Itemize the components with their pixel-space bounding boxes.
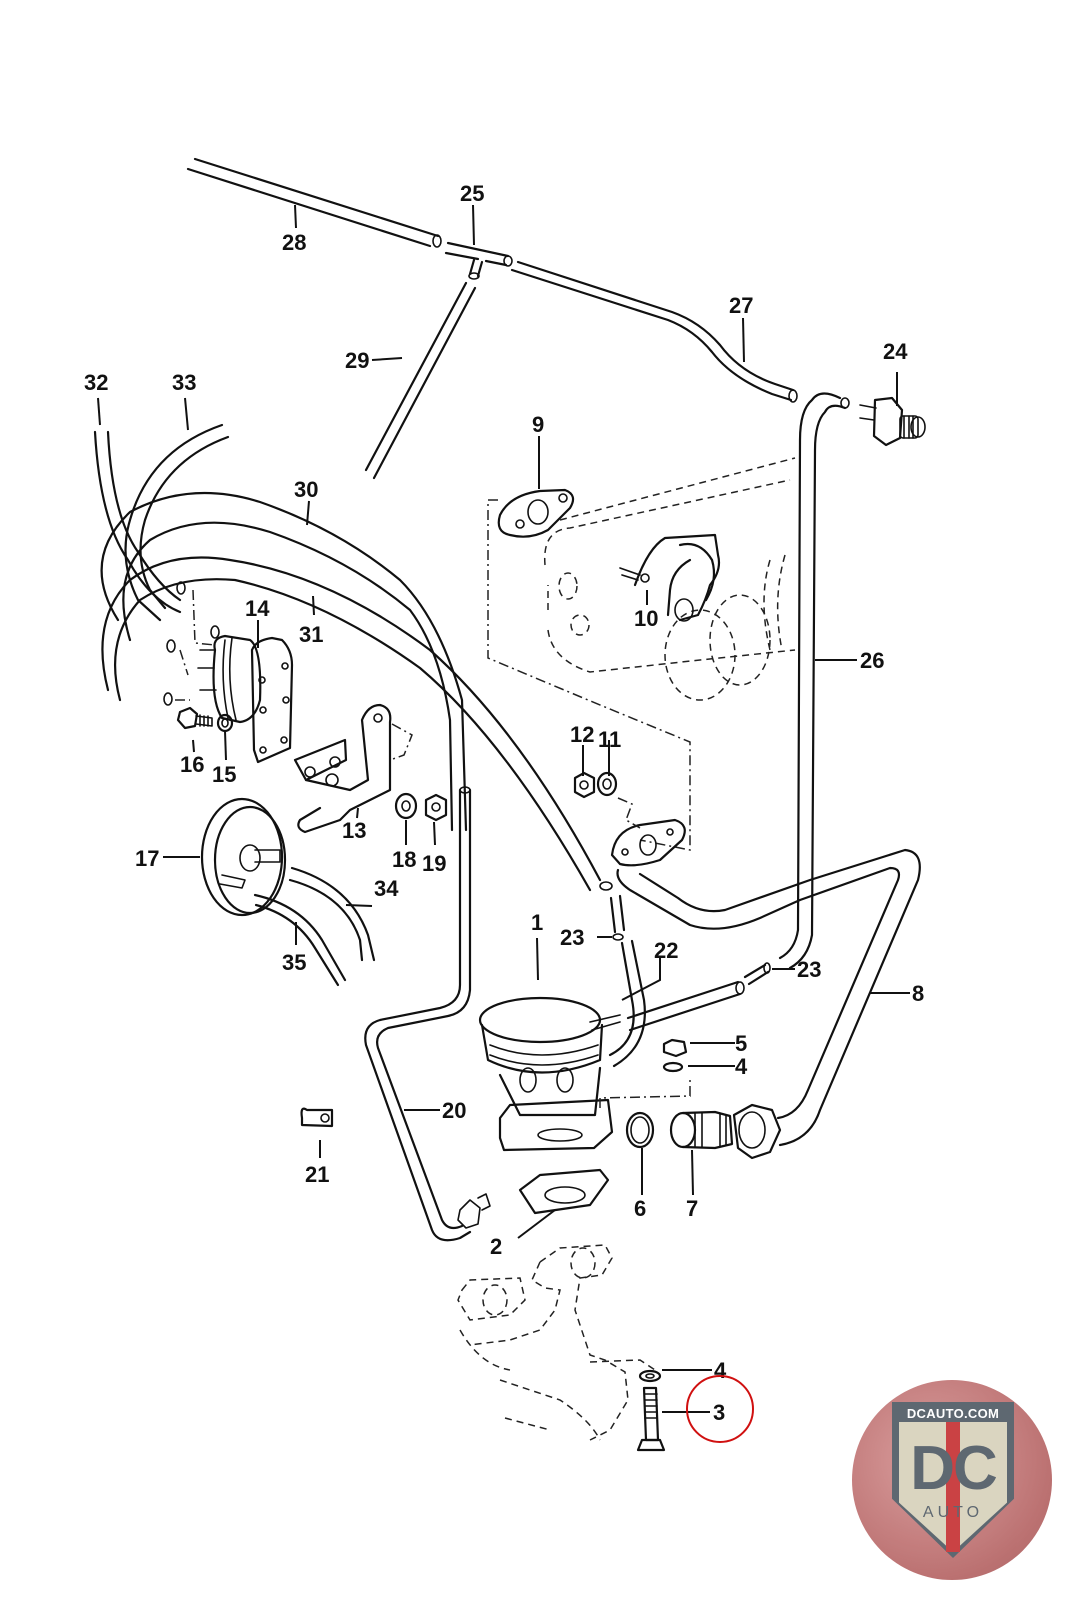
label-1[interactable]: 1 [531, 910, 543, 935]
hose-stubs [163, 581, 220, 706]
t-fitting-25 [444, 241, 513, 280]
label-17[interactable]: 17 [135, 846, 159, 871]
bracket-13 [293, 703, 413, 834]
label-22[interactable]: 22 [654, 938, 678, 963]
washer-4-upper [662, 1061, 684, 1073]
washer-18 [394, 792, 418, 820]
hose-22 [608, 939, 745, 1068]
label-23-left[interactable]: 23 [560, 925, 584, 950]
air-valve-1 [478, 996, 621, 1152]
nut-12 [573, 771, 596, 799]
label-4-upper[interactable]: 4 [735, 1054, 748, 1079]
label-30[interactable]: 30 [294, 477, 318, 502]
nut-19 [424, 793, 448, 822]
gasket-9 [497, 488, 575, 538]
logo-url-text: DCAUTO.COM [906, 1406, 1000, 1421]
clamp-21 [300, 1107, 334, 1128]
pipe-8 [616, 848, 921, 1160]
label-33[interactable]: 33 [172, 370, 196, 395]
hose-28 [186, 157, 442, 248]
assembly-line [599, 1076, 691, 1108]
label-13[interactable]: 13 [342, 818, 366, 843]
washer-11 [596, 771, 641, 829]
label-5[interactable]: 5 [735, 1031, 747, 1056]
logo-subtext: AUTO [922, 1504, 984, 1521]
seal-ring-6 [625, 1111, 655, 1149]
label-25[interactable]: 25 [460, 181, 484, 206]
elbow-pipe-10 [619, 533, 721, 622]
label-14[interactable]: 14 [245, 596, 270, 621]
label-3[interactable]: 3 [713, 1400, 725, 1425]
hose-30 [100, 491, 468, 832]
engine-block-outline [487, 457, 796, 851]
pipe-20 [364, 786, 491, 1242]
leader-lines [97, 204, 910, 1413]
connector-23-right [743, 962, 771, 986]
flange [610, 818, 686, 867]
dcauto-logo[interactable]: DCAUTO.COM DC AUTO [852, 1380, 1052, 1580]
label-6[interactable]: 6 [634, 1196, 646, 1221]
logo-mark: DC [910, 1434, 998, 1503]
logo-stripe [946, 1422, 960, 1552]
bolt-3 [636, 1386, 666, 1452]
label-10[interactable]: 10 [634, 606, 658, 631]
label-32[interactable]: 32 [84, 370, 108, 395]
fitting-7 [669, 1110, 734, 1150]
valve-24 [859, 396, 926, 447]
label-12[interactable]: 12 [570, 722, 594, 747]
washer-4-lower [638, 1369, 662, 1383]
label-20[interactable]: 20 [442, 1098, 466, 1123]
nut-5 [662, 1038, 688, 1058]
exhaust-manifold-outline [457, 1244, 656, 1441]
part-labels: 28 25 29 27 24 9 10 26 32 33 30 31 14 16… [84, 181, 924, 1425]
label-15[interactable]: 15 [212, 762, 236, 787]
bolt-16 [176, 706, 213, 730]
vacuum-switch-14 [197, 634, 294, 764]
label-2[interactable]: 2 [490, 1234, 502, 1259]
label-11[interactable]: 11 [598, 727, 621, 752]
hose-29 [364, 281, 477, 480]
washer-15 [216, 713, 234, 733]
label-21[interactable]: 21 [305, 1162, 329, 1187]
label-7[interactable]: 7 [686, 1196, 698, 1221]
label-8[interactable]: 8 [912, 981, 924, 1006]
label-19[interactable]: 19 [422, 851, 446, 876]
label-9[interactable]: 9 [532, 412, 544, 437]
label-24[interactable]: 24 [883, 339, 908, 364]
gasket-2 [518, 1168, 610, 1215]
label-27[interactable]: 27 [729, 293, 753, 318]
label-23-right[interactable]: 23 [797, 957, 821, 982]
hose-32 [93, 430, 182, 614]
label-18[interactable]: 18 [392, 847, 416, 872]
connector-23-upper [609, 894, 626, 941]
highlight-circle-part-3 [686, 1375, 754, 1443]
hose-35 [253, 893, 347, 987]
hose-27 [510, 260, 798, 403]
vacuum-capsule-17 [200, 797, 287, 917]
label-16[interactable]: 16 [180, 752, 204, 777]
label-31[interactable]: 31 [299, 622, 323, 647]
label-34[interactable]: 34 [374, 876, 399, 901]
hose-31 [101, 556, 613, 892]
label-29[interactable]: 29 [345, 348, 369, 373]
hose-34 [288, 866, 376, 962]
label-28[interactable]: 28 [282, 230, 306, 255]
label-35[interactable]: 35 [282, 950, 306, 975]
label-4-lower[interactable]: 4 [714, 1358, 727, 1383]
hose-26 [778, 392, 850, 970]
label-26[interactable]: 26 [860, 648, 884, 673]
